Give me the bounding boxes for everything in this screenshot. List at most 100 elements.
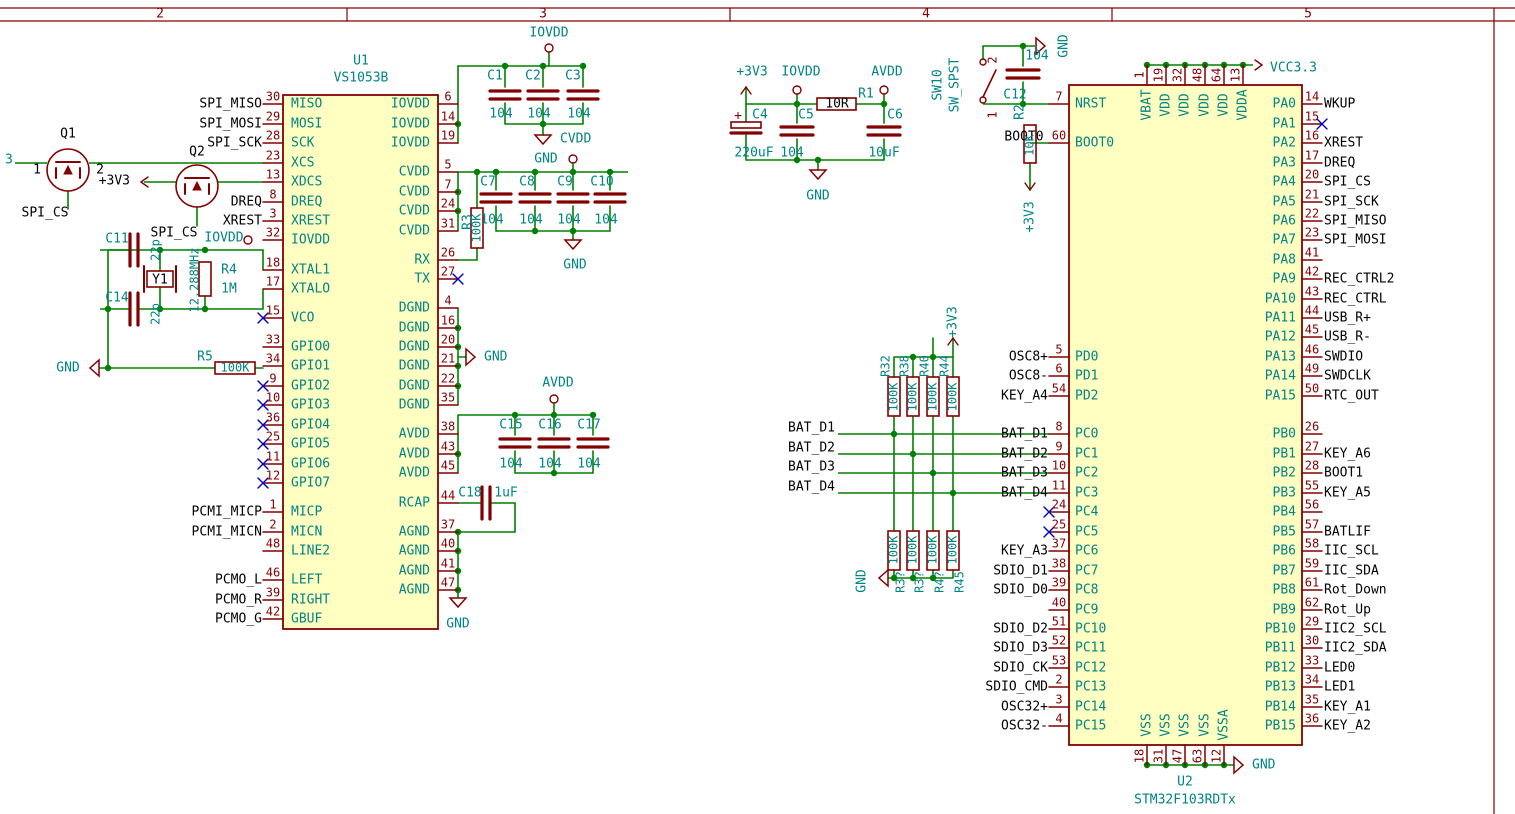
net-label: BAT_D3 — [788, 460, 835, 475]
pin-name: PB15 — [1265, 719, 1296, 734]
pin-number: 47 — [1171, 749, 1185, 763]
mosfet-circle — [175, 164, 219, 208]
pin-name: PA12 — [1265, 330, 1296, 345]
pin-name: PC2 — [1075, 466, 1098, 481]
pin-number: 13 — [1229, 68, 1243, 82]
pin-number: 17 — [266, 275, 280, 289]
resistor-body — [198, 261, 212, 297]
pin-name: MICN — [291, 525, 322, 540]
junction-dot — [201, 246, 209, 254]
gnd-symbol — [1233, 755, 1245, 775]
iovdd-label: IOVDD — [204, 231, 243, 246]
net-label: BOOT0 — [1004, 130, 1043, 145]
sw10-ref: SW10 — [931, 69, 946, 100]
electrolytic-plate — [730, 121, 762, 129]
cap-value: 104 — [538, 457, 562, 472]
pin-number: 24 — [441, 197, 455, 211]
power-port-circle — [243, 235, 253, 245]
pin-name: PA15 — [1265, 389, 1296, 404]
pin-name: VCO — [291, 311, 315, 326]
pin-name: RCAP — [399, 496, 430, 511]
pullup-value: 100K — [946, 382, 960, 412]
pin-number: 31 — [1152, 749, 1166, 763]
pin-number: 10 — [266, 391, 280, 405]
pin-number: 36 — [266, 411, 280, 425]
pullup-value: 100K — [887, 382, 901, 412]
pin-name: PA7 — [1273, 233, 1296, 248]
pin-name: PC0 — [1075, 427, 1098, 442]
net-label: SWDCLK — [1324, 369, 1371, 384]
pin-number: 20 — [441, 333, 455, 347]
net-label: PCMI_MICP — [192, 505, 263, 520]
pin-name: VBAT — [1140, 89, 1155, 120]
pulldown-value: 100K — [946, 535, 960, 565]
net-label: SPI_CS — [1324, 175, 1371, 190]
power-port-circle — [568, 154, 578, 164]
avdd-label: AVDD — [871, 65, 902, 80]
pin-name: PC14 — [1075, 700, 1106, 715]
pin-number: 37 — [1052, 537, 1066, 551]
pin-number: 17 — [1305, 149, 1319, 163]
cap-value: 104 — [594, 213, 618, 228]
p3v3-label: +3V3 — [1023, 201, 1038, 232]
no-connect-mark — [1316, 118, 1328, 130]
switch-lever — [982, 69, 997, 98]
pin-name: PA5 — [1273, 195, 1296, 210]
pin-number: 6 — [1055, 362, 1062, 376]
pin-number: 41 — [1305, 246, 1319, 260]
pin-name: VSS — [1198, 713, 1213, 736]
pin-number: 21 — [441, 352, 455, 366]
pin-name: GPIO0 — [291, 340, 330, 355]
junction-dot — [890, 574, 898, 582]
gnd-symbol — [533, 134, 553, 146]
net-label: SDIO_D3 — [993, 641, 1048, 656]
pin-name: GPIO2 — [291, 379, 330, 394]
u2-ref: U2 — [1177, 775, 1193, 790]
net-label: KEY_A4 — [1001, 389, 1048, 404]
cap-value: 104 — [499, 457, 523, 472]
pin-name: MICP — [291, 505, 322, 520]
pin-number: 25 — [266, 430, 280, 444]
r3-ref: R3 — [461, 214, 476, 230]
c4-value: 220uF — [734, 146, 773, 161]
q2-ref: Q2 — [189, 145, 205, 160]
net-label: WKUP — [1324, 97, 1355, 112]
pin-name: VDDA — [1236, 89, 1251, 120]
pin-number: 11 — [266, 450, 280, 464]
pin-number: 43 — [441, 440, 455, 454]
gnd-symbol — [88, 358, 100, 378]
pin-name: DGND — [399, 398, 430, 413]
gnd-symbol — [808, 169, 828, 181]
pin-number: 18 — [266, 256, 280, 270]
pin-number: 15 — [1305, 110, 1319, 124]
pin-name: PB0 — [1273, 427, 1296, 442]
resistor-body — [470, 207, 484, 249]
pin-number: 23 — [1305, 226, 1319, 240]
pin-name: PA10 — [1265, 292, 1296, 307]
pin-name: PB11 — [1265, 641, 1296, 656]
pin-name: IOVDD — [391, 97, 430, 112]
pin-number: 42 — [266, 605, 280, 619]
pin-number: 61 — [1305, 576, 1319, 590]
power-port-circle — [544, 43, 554, 53]
net-label: KEY_A3 — [1001, 544, 1048, 559]
pulldown-value: 100K — [926, 535, 940, 565]
pin-name: PA1 — [1273, 117, 1296, 132]
resistor-body — [906, 530, 920, 571]
pin-number: 15 — [266, 304, 280, 318]
net-label: KEY_A1 — [1324, 700, 1371, 715]
pin-name: AGND — [399, 564, 430, 579]
power-port-circle — [549, 394, 559, 404]
pin-number: 51 — [1052, 615, 1066, 629]
pin-name: DGND — [399, 321, 430, 336]
pin-number: 9 — [1055, 440, 1062, 454]
pin-name: VSS — [1159, 713, 1174, 736]
gnd-label: GND — [1252, 758, 1276, 773]
u2-value: STM32F103RDTx — [1134, 793, 1236, 808]
net-label: LED0 — [1324, 661, 1355, 676]
pin-name: AVDD — [399, 427, 430, 442]
net-label: IIC2_SDA — [1324, 641, 1387, 656]
r2-value: 10K — [1023, 133, 1037, 155]
pin-number: 44 — [1305, 304, 1319, 318]
